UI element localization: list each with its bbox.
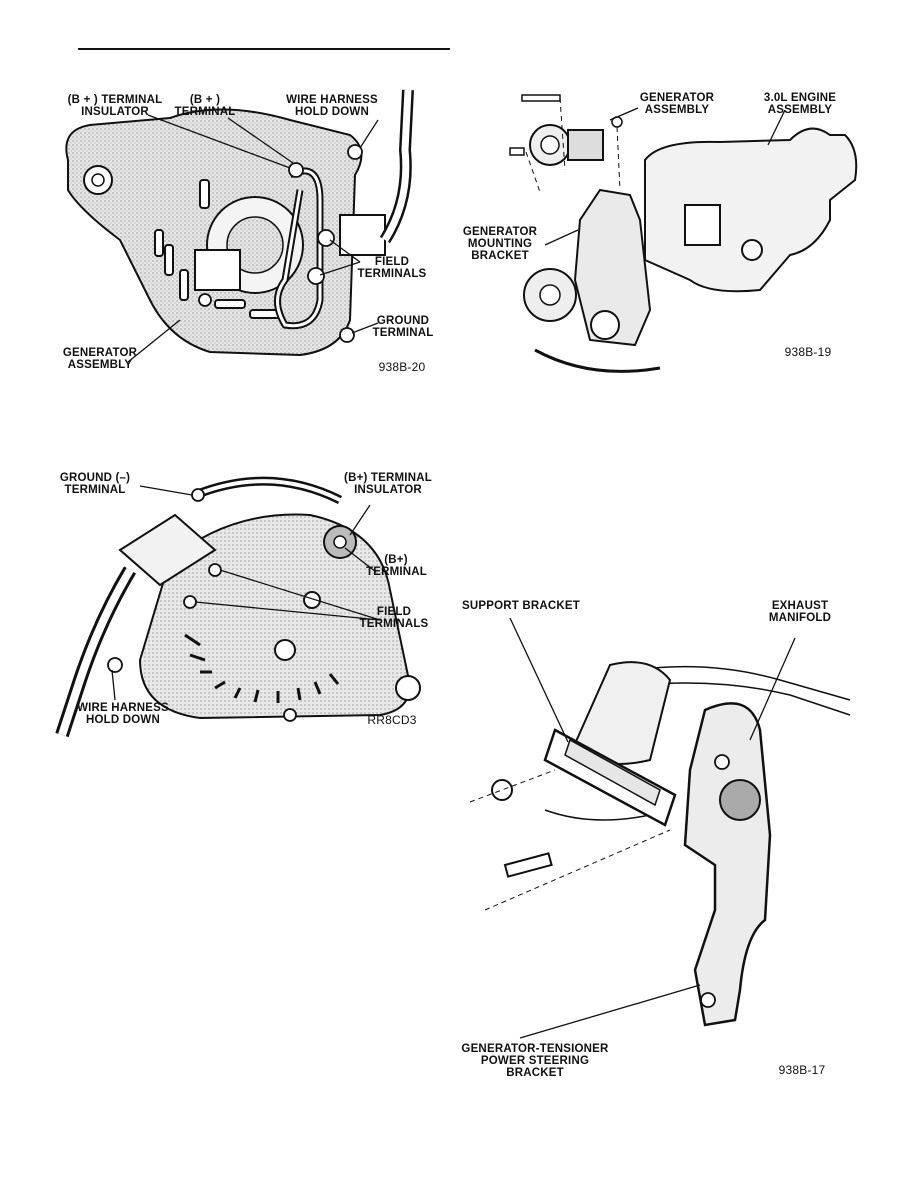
figure-code: RR8CD3 xyxy=(367,713,417,727)
label-ground-terminal: GROUND (–) TERMINAL xyxy=(59,472,131,496)
figure-generator-rear: GROUND (–) TERMINAL (B+) TERMINAL INSULA… xyxy=(0,460,460,740)
header-rule xyxy=(78,48,450,50)
label-bplus-terminal: (B + ) TERMINAL xyxy=(174,94,236,118)
label-bplus-terminal-insulator: (B + ) TERMINAL INSULATOR xyxy=(67,94,163,118)
label-field-terminals: FIELD TERMINALS xyxy=(357,256,427,280)
label-generator-assembly: GENERATOR ASSEMBLY xyxy=(639,92,715,116)
label-engine-assembly: 3.0L ENGINE ASSEMBLY xyxy=(763,92,837,116)
label-generator-mounting-bracket: GENERATOR MOUNTING BRACKET xyxy=(462,226,538,262)
label-generator-assembly: GENERATOR ASSEMBLY xyxy=(62,347,138,371)
figure-code: 938B-17 xyxy=(778,1063,826,1077)
label-ground-terminal: GROUND TERMINAL xyxy=(372,315,434,339)
generator-rear-illustration xyxy=(55,476,421,738)
label-exhaust-manifold: EXHAUST MANIFOLD xyxy=(768,600,832,624)
figure-code: 938B-19 xyxy=(784,345,832,359)
label-wire-harness-hold-down: WIRE HARNESS HOLD DOWN xyxy=(286,94,378,118)
label-bplus-terminal-insulator: (B+) TERMINAL INSULATOR xyxy=(344,472,432,496)
label-wire-harness-hold-down: WIRE HARNESS HOLD DOWN xyxy=(77,702,169,726)
generator-engine-illustration xyxy=(509,94,858,373)
label-support-bracket: SUPPORT BRACKET xyxy=(462,600,581,612)
label-field-terminals: FIELD TERMINALS xyxy=(359,606,429,630)
figure-generator-engine: GENERATOR ASSEMBLY 3.0L ENGINE ASSEMBLY … xyxy=(460,80,918,380)
label-bplus-terminal: (B+) TERMINAL xyxy=(366,554,428,578)
figure-generator-terminals: (B + ) TERMINAL INSULATOR (B + ) TERMINA… xyxy=(0,0,460,400)
generator-terminals-illustration xyxy=(65,89,414,363)
figure-code: 938B-20 xyxy=(378,360,426,374)
figure-support-bracket: SUPPORT BRACKET EXHAUST MANIFOLD GENERAT… xyxy=(460,590,918,1100)
support-bracket-illustration xyxy=(469,617,851,1039)
label-generator-tensioner-bracket: GENERATOR-TENSIONER POWER STEERING BRACK… xyxy=(461,1043,609,1079)
